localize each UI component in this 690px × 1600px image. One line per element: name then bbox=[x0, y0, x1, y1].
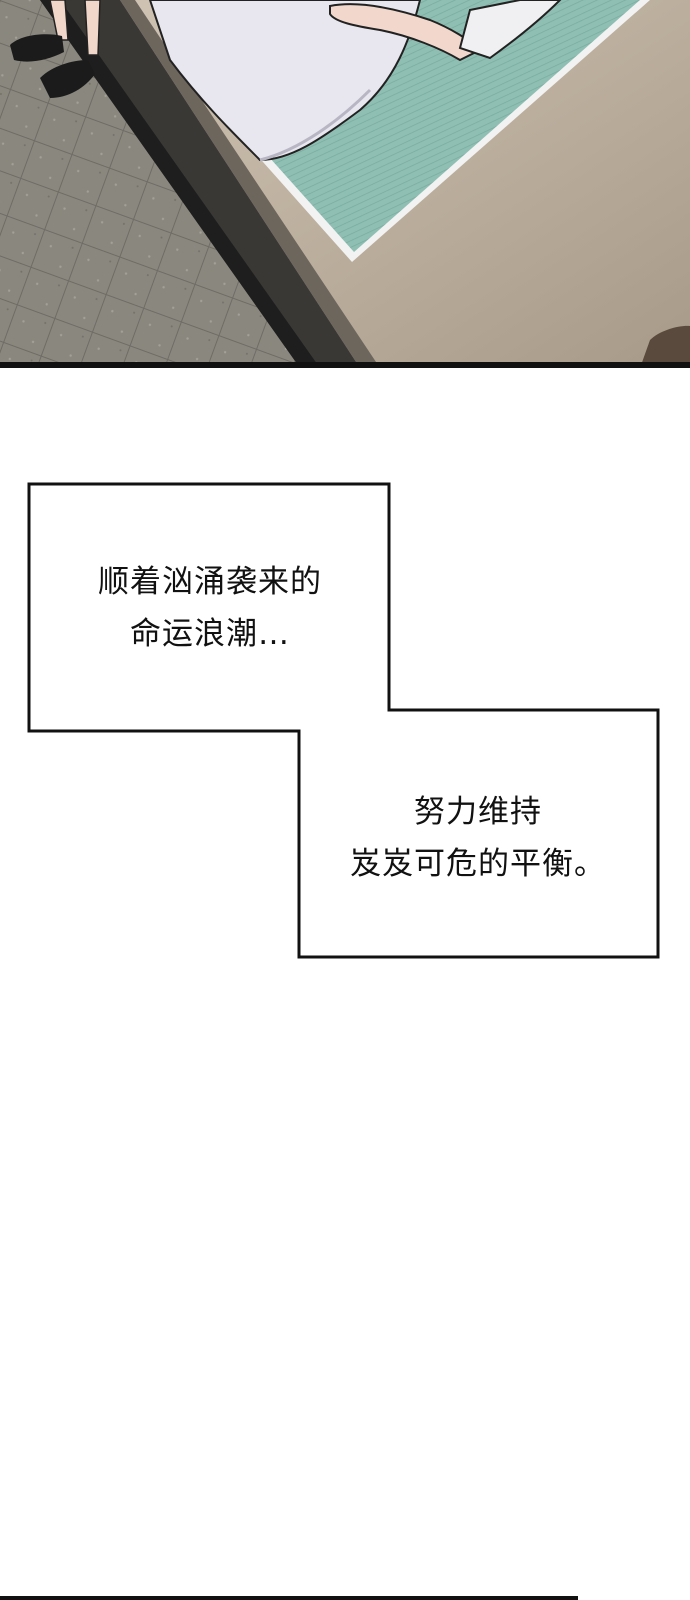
poster-figure-arm bbox=[329, 3, 482, 62]
caption-box-1: 顺着汹涌袭来的 命运浪潮… bbox=[30, 556, 390, 660]
caption-box-2: 努力维持 岌岌可危的平衡。 bbox=[300, 786, 656, 890]
poster-figure-sleeve bbox=[458, 0, 562, 60]
caption-2-line-2: 岌岌可危的平衡。 bbox=[350, 846, 606, 882]
figure-leg-right bbox=[84, 0, 101, 56]
caption-2-line-1: 努力维持 bbox=[414, 794, 542, 830]
panel-border bbox=[0, 362, 690, 368]
frame-shadow bbox=[40, 0, 320, 368]
poster-figure-dress bbox=[148, 0, 422, 162]
illustration-scene bbox=[0, 0, 690, 368]
caption-1-line-2: 命运浪潮… bbox=[130, 616, 290, 652]
shoe-left-icon bbox=[10, 34, 64, 62]
caption-box-outline bbox=[27, 482, 660, 959]
frame-trim bbox=[120, 0, 380, 368]
comic-panel-illustration bbox=[0, 0, 690, 368]
wood-detail bbox=[640, 325, 690, 368]
shoe-right-icon bbox=[40, 60, 95, 98]
caption-1-line-1: 顺着汹涌袭来的 bbox=[98, 564, 322, 600]
figure-leg-left bbox=[49, 0, 69, 41]
next-panel-edge bbox=[0, 1596, 578, 1600]
